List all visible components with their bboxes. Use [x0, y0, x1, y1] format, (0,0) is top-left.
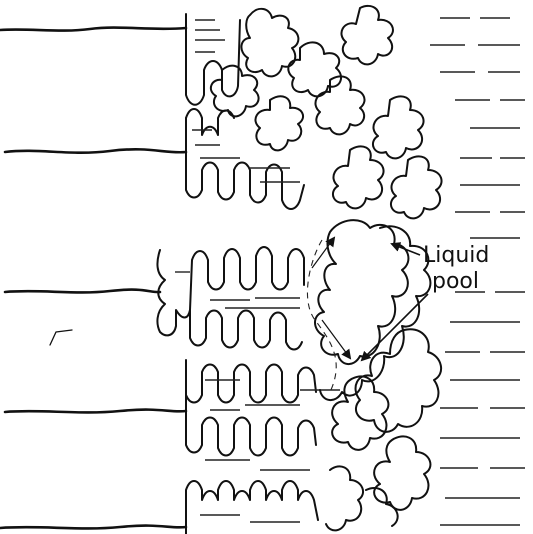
grain-boundary-lines	[0, 28, 186, 529]
liquid-pool-label-line1: Liquid	[423, 243, 489, 268]
liquid-pool-boundary	[307, 240, 336, 392]
stray-mark	[50, 330, 72, 345]
liquid-pool-label-line2: pool	[432, 269, 479, 294]
dendrite-column-1	[186, 14, 240, 105]
dendrite-column-5	[186, 481, 318, 534]
dendrite-column-4	[186, 360, 316, 456]
equiaxed-crystals	[211, 6, 442, 530]
dendrite-column-2	[186, 109, 304, 209]
